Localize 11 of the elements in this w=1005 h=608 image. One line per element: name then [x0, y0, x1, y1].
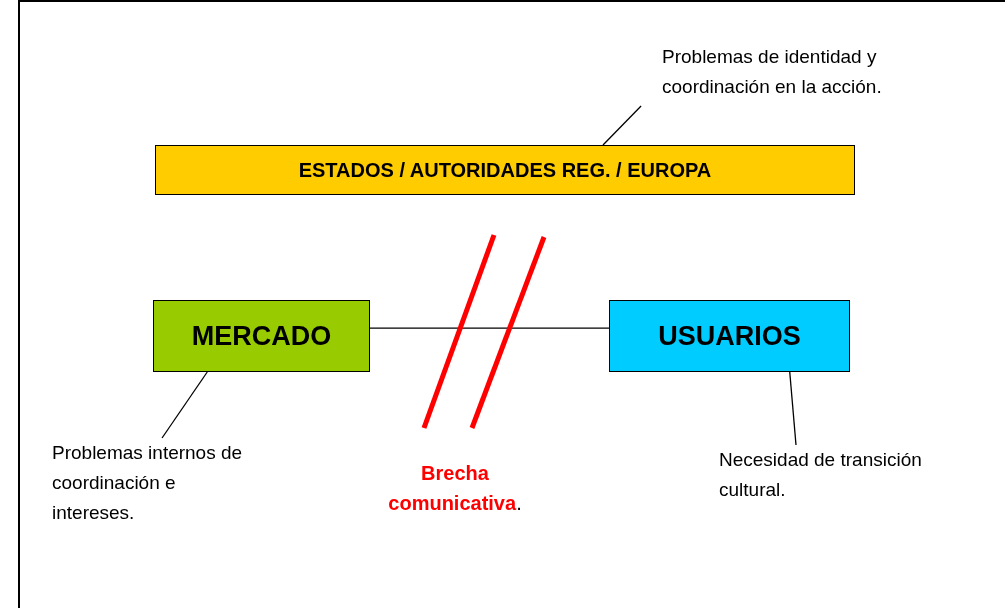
note-text: Problemas de identidad y coordinación en la acción.: [662, 45, 883, 99]
note-text: Problemas internos de coordinación e intereses.: [52, 441, 244, 525]
leader-line: [602, 105, 642, 146]
users-box: USUARIOS: [609, 300, 850, 372]
gap-label: Brecha comunicativa.: [387, 461, 523, 516]
note-text: Necesidad de transición cultural.: [719, 448, 923, 502]
connector-line: [369, 327, 610, 329]
leader-line: [161, 371, 208, 439]
leader-line: [789, 371, 797, 446]
authority-box: ESTADOS / AUTORIDADES REG. / EUROPA: [155, 145, 855, 195]
market-box: MERCADO: [153, 300, 370, 372]
